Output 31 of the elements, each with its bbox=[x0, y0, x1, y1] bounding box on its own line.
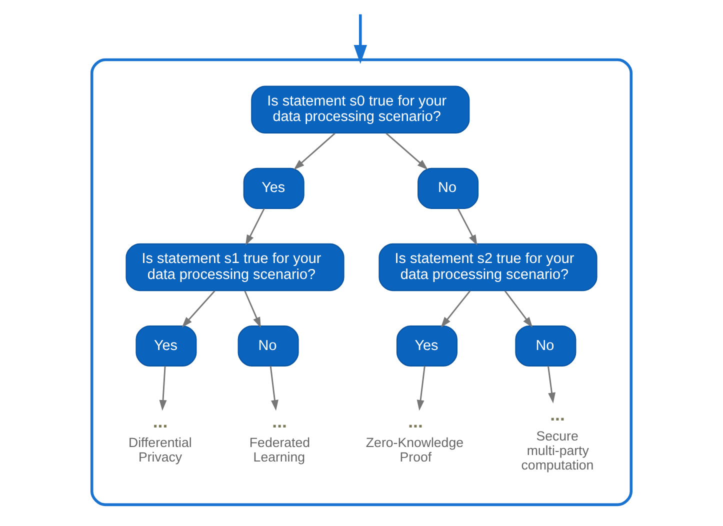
arrow bbox=[354, 14, 367, 64]
arrow bbox=[294, 132, 336, 170]
node-label: Federated Learning bbox=[249, 434, 310, 464]
node-text: ... bbox=[272, 410, 287, 431]
arrow bbox=[159, 366, 167, 410]
node-box: Yes bbox=[396, 324, 458, 366]
arrow bbox=[504, 290, 533, 328]
node-box: Yes bbox=[136, 324, 197, 366]
arrow bbox=[244, 290, 261, 328]
arrow bbox=[386, 132, 428, 170]
arrow bbox=[457, 208, 478, 246]
arrow bbox=[440, 290, 471, 328]
node-label: Differential Privacy bbox=[128, 434, 192, 464]
arrow bbox=[416, 366, 426, 410]
node-text: ... bbox=[152, 410, 168, 431]
arrow bbox=[182, 290, 216, 327]
node-label: Zero-Knowledge Proof bbox=[366, 434, 464, 464]
cluster bbox=[90, 58, 633, 506]
arrow bbox=[270, 366, 278, 410]
node-box: No bbox=[238, 324, 299, 366]
node-box: No bbox=[418, 167, 479, 208]
arrow bbox=[245, 208, 265, 246]
node-box: No bbox=[515, 324, 576, 366]
node-box: Is statement s0 true for your data processing scenario? bbox=[251, 85, 470, 134]
node-box: Is statement s2 true for your data processing scenario? bbox=[378, 242, 598, 291]
node-label: Secure multi-party computation bbox=[521, 428, 594, 472]
node-text: ... bbox=[408, 410, 423, 431]
node-text: ... bbox=[550, 404, 565, 424]
node-box: Yes bbox=[243, 167, 304, 208]
node-box: Is statement s1 true for your data processing scenario? bbox=[126, 242, 344, 291]
arrow bbox=[548, 366, 556, 403]
